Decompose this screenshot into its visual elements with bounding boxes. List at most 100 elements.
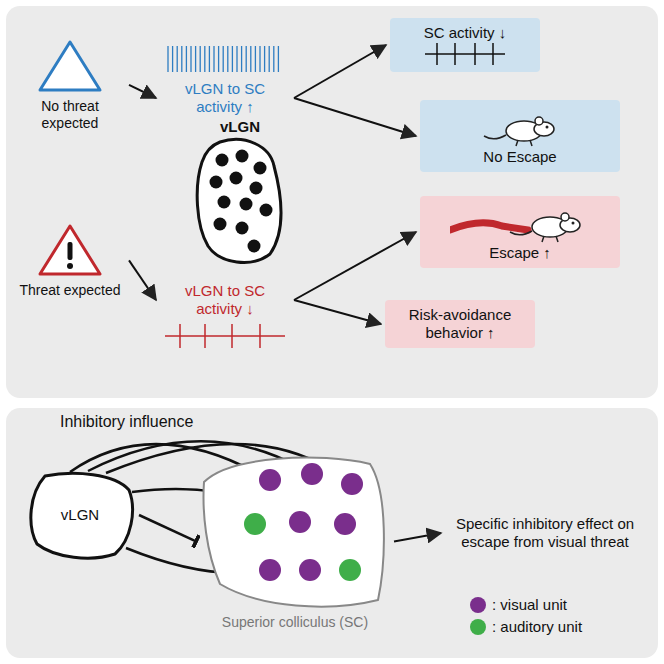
node-text: Superior colliculus (SC) <box>200 614 390 631</box>
spike <box>204 46 205 72</box>
legend-swatch <box>470 597 486 613</box>
node-text: vLGN to SC activity ↑ <box>160 80 290 116</box>
node-text: No Escape <box>483 148 556 166</box>
cell-dot <box>240 198 253 211</box>
spike <box>223 46 224 72</box>
spike <box>209 46 210 72</box>
vlgn-nucleus: vLGN <box>25 470 135 560</box>
spike <box>232 46 233 72</box>
spike <box>195 46 196 72</box>
outline <box>31 473 133 558</box>
stroke <box>542 236 558 242</box>
blob-outline <box>197 139 281 262</box>
visual-unit <box>259 559 281 581</box>
cell-dot <box>248 240 261 253</box>
legend-text: : visual unit <box>492 596 567 614</box>
mouse-icon <box>450 213 580 242</box>
spike <box>255 46 256 72</box>
spike <box>204 324 206 348</box>
cell-dot <box>214 218 227 231</box>
node-text: Escape ↑ <box>489 244 551 262</box>
spike <box>213 46 214 72</box>
visual-unit <box>289 511 311 533</box>
legend-text: : auditory unit <box>492 618 582 636</box>
spike <box>264 46 265 72</box>
node-text: vLGN <box>190 118 290 136</box>
arrow-connector <box>129 85 156 98</box>
outcome-box: No Escape <box>420 100 620 172</box>
vlgn-blob <box>190 136 290 266</box>
cell-dot <box>236 150 249 163</box>
arrow-connector <box>294 45 386 98</box>
triangle-icon <box>15 222 125 278</box>
cell-dot <box>216 154 229 167</box>
inhibitory-connector <box>139 515 196 541</box>
spike <box>186 46 187 72</box>
stroke <box>436 43 438 65</box>
bottom-panel <box>6 408 658 658</box>
spike <box>269 46 270 72</box>
cell-dot <box>236 222 249 235</box>
spike <box>177 46 178 72</box>
arrow-connector <box>294 232 416 300</box>
visual-unit <box>341 473 363 495</box>
mouse-figure <box>450 202 590 244</box>
arrow-connector <box>294 98 416 136</box>
legend-row: : auditory unit <box>470 618 582 636</box>
spike <box>200 46 201 72</box>
legend-swatch <box>470 619 486 635</box>
visual-unit <box>334 513 356 535</box>
spike <box>179 324 181 348</box>
stroke <box>492 43 494 65</box>
spike <box>218 46 219 72</box>
cell-dot <box>210 176 223 189</box>
warning-dot <box>67 263 73 269</box>
cell-dot <box>250 182 263 195</box>
triangle-icon <box>15 38 125 94</box>
spike <box>167 46 168 72</box>
node-text: No threat expected <box>15 98 125 132</box>
legend: : visual unit : auditory unit <box>470 592 582 640</box>
panel-label: Inhibitory influence <box>60 412 193 431</box>
spike <box>241 46 242 72</box>
outcome-box: Escape ↑ <box>420 196 620 268</box>
node-text: vLGN <box>61 506 99 524</box>
top-panel <box>6 6 658 398</box>
arrow-connector <box>129 260 156 300</box>
cell-dot <box>218 196 231 209</box>
stroke <box>546 126 549 129</box>
stroke <box>535 117 543 125</box>
spike <box>231 324 233 348</box>
node-text: Threat expected <box>15 282 125 299</box>
triangle <box>40 42 100 90</box>
auditory-unit <box>244 513 266 535</box>
spike <box>259 46 260 72</box>
spike <box>190 46 191 72</box>
stroke <box>572 222 575 225</box>
spike <box>278 46 279 72</box>
spike <box>259 324 261 348</box>
auditory-unit <box>339 559 361 581</box>
stroke <box>484 135 506 139</box>
mouse-figure <box>450 106 590 148</box>
stroke <box>510 231 532 235</box>
spike <box>181 46 182 72</box>
vlgn-nucleus: vLGN <box>190 118 290 266</box>
spike <box>227 46 228 72</box>
stroke <box>454 43 456 65</box>
activity-label: vLGN to SC activity ↓ <box>160 282 290 318</box>
stroke <box>561 213 569 221</box>
spike <box>250 46 251 72</box>
threat-icon: No threat expected <box>15 38 125 132</box>
threat-icon: Threat expected <box>15 222 125 299</box>
arrow-connector <box>294 300 381 324</box>
colliculus-region: Superior colliculus (SC) <box>200 452 390 631</box>
visual-unit <box>301 463 323 485</box>
triangle <box>40 226 100 274</box>
outcome-box: SC activity ↓ <box>390 18 540 72</box>
effect-label: Specific inhibitory effect on escape fro… <box>445 515 645 551</box>
node-text: Risk-avoidance behavior ↑ <box>393 306 527 342</box>
visual-unit <box>299 559 321 581</box>
cell-dot <box>260 204 273 217</box>
